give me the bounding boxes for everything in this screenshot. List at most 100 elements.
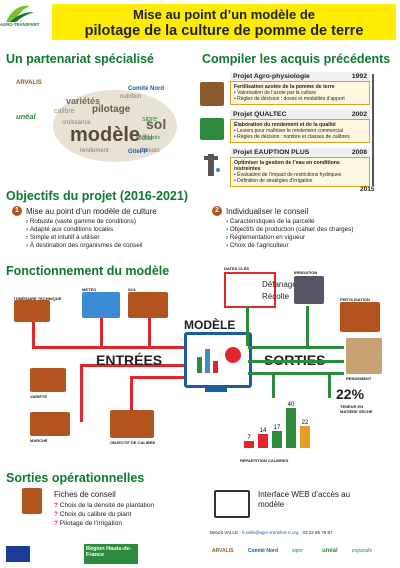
calibre-bar: [300, 426, 310, 448]
scale-icon: [200, 118, 224, 140]
connector: [130, 376, 192, 379]
soil-icon: [128, 292, 168, 318]
market-icon: [30, 412, 70, 436]
calibre-chart: 7 14 17 40 22: [238, 398, 318, 454]
word-nutrition: nutrition: [120, 94, 142, 100]
variety-icon: [30, 368, 66, 392]
date-recolte: Récolte: [262, 292, 290, 301]
footer-logo-arvalis: ARVALIS: [212, 548, 234, 554]
eu-flag-icon: [6, 546, 30, 562]
phase-point: • Évaluation de l’impact de restrictions…: [234, 172, 342, 178]
input-calibre-label: OBJECTIF DE CALIBRE: [110, 440, 156, 445]
contact-name: Benoît VALLE: [210, 530, 238, 535]
input-variety-label: VARIÉTÉ: [30, 394, 48, 399]
objective-number: 2: [212, 206, 222, 216]
word-rendement: rendement: [80, 148, 109, 154]
word-calibre: calibre: [54, 108, 75, 115]
contact-line: Benoît VALLE · b.valle@agro-transfert-rt…: [210, 530, 333, 535]
phase-name: Projet Agro-physiologie: [233, 73, 310, 80]
org-name: AGRO-TRANSFERT: [0, 22, 40, 27]
connector: [306, 306, 309, 346]
weather-icon: [82, 292, 120, 318]
list-item: ? Pilotage de l’irrigation: [54, 520, 122, 527]
phase-year: 2008: [351, 149, 367, 156]
irrigation-icon: [294, 276, 324, 304]
calibre-bar-label: 7: [247, 435, 251, 441]
calibre-bar: [244, 441, 254, 448]
phase-point: • Règles de décision : doses et modalité…: [234, 96, 345, 102]
partner-logos-right: Comité Nord sipre expandis GitePP: [128, 68, 198, 168]
output-calibre-label: RÉPARTITION CALIBRES: [240, 458, 289, 463]
contact-phone: 03 22 85 75 87: [302, 530, 333, 535]
output-irrigation-label: IRRIGATION: [294, 270, 318, 275]
itinerary-icon: [14, 300, 50, 322]
connector: [80, 364, 83, 422]
objective-2-label: Individualiser le conseil: [226, 207, 309, 216]
soil-bag-icon: [200, 82, 224, 106]
previous-title: Compiler les acquis précédents: [202, 52, 391, 66]
footer-logo-comite: Comité Nord: [248, 548, 278, 554]
objectives-title: Objectifs du projet (2016-2021): [6, 189, 189, 203]
title-banner: Mise au point d’un modèle de pilotage de…: [52, 4, 396, 40]
title-line1: Mise au point d’un modèle de: [132, 7, 315, 22]
contact-email[interactable]: b.valle@agro-transfert-rt.org: [241, 530, 299, 535]
partner-comite-nord: Comité Nord: [128, 86, 164, 92]
objective-1-points: Robuste (vaste gamme de conditions) Adap…: [26, 218, 143, 250]
calibre-bar-label: 40: [288, 402, 295, 408]
objective-1-label: Mise au point d’un modèle de culture: [26, 207, 157, 216]
document-icon: [22, 488, 42, 514]
phase-year: 2002: [351, 111, 367, 118]
model-label: MODÈLE: [184, 318, 236, 332]
functioning-title: Fonctionnement du modèle: [6, 264, 170, 278]
title-line2: pilotage de la culture de pomme de terre: [84, 23, 364, 39]
phase-point: • Définition de stratégies d’irrigation: [234, 178, 313, 184]
input-soil-label: SOL: [128, 287, 137, 292]
word-sol: sol: [146, 116, 167, 132]
calibre-bar-label: 17: [274, 425, 281, 431]
fertilisation-icon: [340, 302, 380, 332]
agro-transfert-logo: AGRO-TRANSFERT: [0, 0, 48, 30]
end-year: 2015: [360, 186, 375, 193]
calibre-bar-label: 22: [302, 420, 309, 426]
connector: [328, 372, 331, 398]
partner-uneal: unéal: [16, 112, 36, 121]
word-variety: variétés: [66, 96, 101, 106]
connector: [32, 322, 35, 348]
phase-year: 1992: [351, 73, 367, 80]
input-itinerary-label: ITINÉRAIRE TECHNIQUE: [14, 296, 62, 301]
objective-2-points: Caractéristiques de la parcelle Objectif…: [226, 218, 354, 250]
phase-heading: Fertilisation azotée de la pomme de terr…: [234, 84, 335, 90]
output-dry-matter-label: TENEUR EN MATIÈRE SÈCHE: [340, 404, 373, 414]
connector: [248, 346, 344, 349]
partner-gitepp: GitePP: [128, 149, 148, 155]
ops-left-list: ? Choix de la densité de plantation ? Ch…: [54, 501, 154, 528]
phase-point: • Règles de décision : nombre et classes…: [234, 134, 350, 140]
output-fertilisation-label: FERTILISATION: [340, 297, 370, 302]
word-pilotage: pilotage: [92, 104, 131, 115]
calibre-bar-label: 14: [260, 428, 267, 434]
computer-icon: [184, 332, 252, 388]
footer-logo-sipre: sipre: [292, 548, 303, 554]
calendar-icon: [224, 272, 276, 308]
partner-arvalis: ARVALIS: [16, 80, 42, 86]
connector: [80, 364, 190, 367]
inputs-label: ENTRÉES: [96, 352, 163, 368]
computer-stand: [205, 386, 227, 392]
dry-matter-value: 22%: [336, 386, 365, 402]
connector: [130, 376, 133, 410]
phase-point: • Leviers pour maîtriser le rendement co…: [234, 128, 344, 134]
list-item: ? Choix de la densité de plantation: [54, 502, 155, 509]
word-eau: eau: [136, 132, 153, 143]
ops-right-title: Interface WEB d’accès au modèle: [258, 490, 351, 509]
phase-agro: Projet Agro-physiologie 1992 Fertilisatio…: [230, 72, 370, 105]
date-defanage: Défanage: [262, 280, 297, 289]
footer-logo-expandis: expandis: [352, 548, 373, 554]
objective-number: 1: [12, 206, 22, 216]
phase-heading: Élaboration du rendement et de la qualit…: [234, 122, 336, 128]
output-yield-label: RENDEMENT: [346, 376, 372, 381]
calibre-bar: [286, 408, 296, 448]
partner-expandis: expandis: [138, 135, 161, 141]
connector: [100, 318, 103, 348]
calibre-bar: [272, 431, 282, 448]
